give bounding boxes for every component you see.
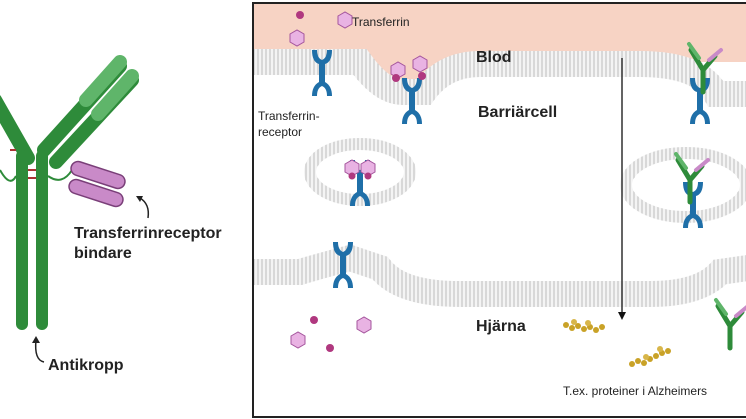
receptor-label-line1: Transferrin- — [258, 109, 320, 123]
binder-arrow-head — [136, 196, 143, 202]
iron-dot — [364, 172, 372, 180]
transferrin-hex — [290, 331, 306, 349]
transferrin-hex — [356, 316, 372, 334]
transferrin-label: Transferrin — [352, 15, 410, 29]
iron-dot — [348, 172, 356, 180]
binder-arrow — [139, 197, 150, 219]
upper-membrane — [254, 49, 746, 107]
antibody-illustration — [0, 55, 139, 330]
proteins-label: T.ex. proteiner i Alzheimers — [563, 384, 707, 398]
iron-dot — [418, 72, 426, 80]
bbb-panel: Transferrin Blod Transferrin- receptor B… — [252, 2, 746, 418]
transferrin-hex — [289, 29, 305, 47]
receptor-label-line2: receptor — [258, 125, 302, 139]
barrier-cell-label: Barriärcell — [478, 104, 557, 121]
transferrin-hex — [412, 55, 428, 73]
tfr-binder-domain — [68, 160, 126, 208]
iron-dot — [326, 344, 334, 352]
binder-label-line2: bindare — [74, 245, 132, 262]
antibody-arrow — [34, 339, 45, 363]
lower-membrane — [254, 244, 746, 307]
transport-arrow-head — [618, 312, 626, 320]
vesicle-right — [620, 147, 746, 223]
protein-aggregate-1 — [563, 319, 605, 333]
antibody-arrow-head — [32, 336, 40, 343]
antibody-label: Antikropp — [48, 357, 124, 374]
iron-dot — [296, 11, 304, 19]
protein-aggregate-2 — [629, 346, 671, 367]
iron-dot — [392, 74, 400, 82]
vesicle-left — [304, 138, 416, 206]
transferrin-hex — [337, 11, 353, 29]
iron-dot — [310, 316, 318, 324]
brain-label: Hjärna — [476, 318, 526, 335]
blood-label: Blod — [476, 49, 512, 66]
binder-label-line1: Transferrinreceptor — [74, 225, 222, 242]
